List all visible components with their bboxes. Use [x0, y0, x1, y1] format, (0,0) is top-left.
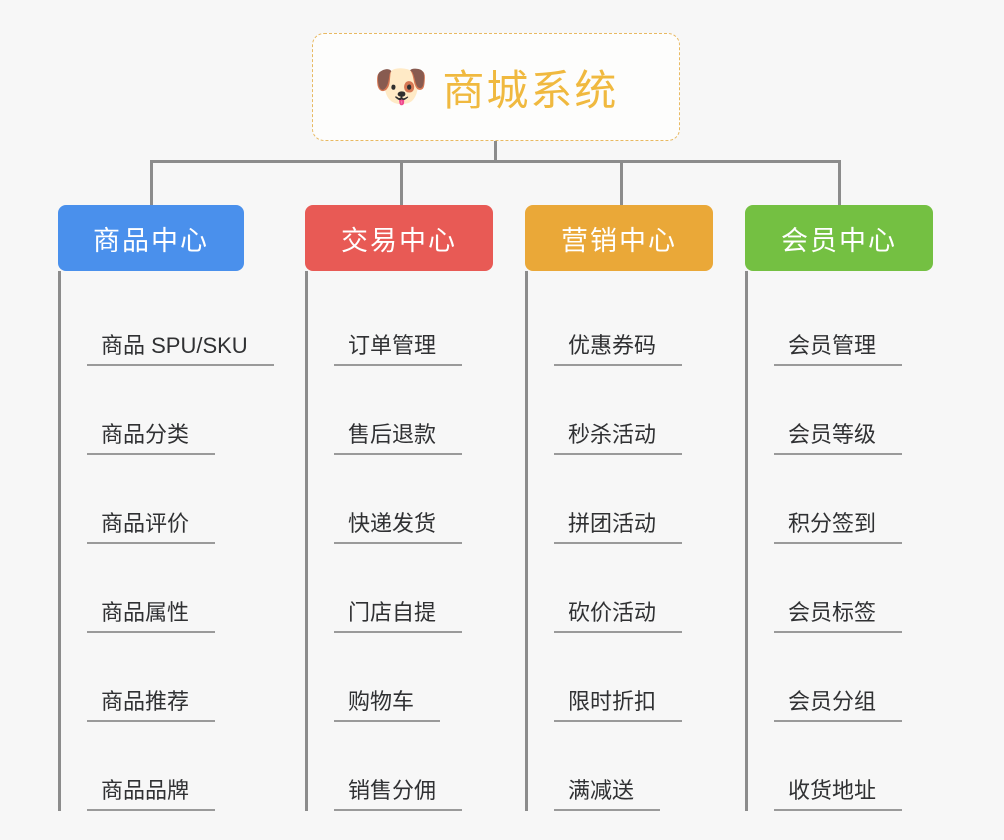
leaf-item-label: 售后退款 — [334, 422, 463, 455]
leaf-item-label: 商品 SPU/SKU — [87, 333, 274, 366]
category-header-1[interactable]: 商品中心 — [58, 205, 244, 271]
leaf-item[interactable]: 会员标签 — [748, 544, 933, 633]
leaf-item-label: 限时折扣 — [554, 689, 683, 722]
leaf-item-label: 会员等级 — [774, 422, 903, 455]
leaf-item-label: 商品推荐 — [87, 689, 216, 722]
category-header-2-label: 交易中心 — [341, 225, 457, 256]
category-header-2[interactable]: 交易中心 — [305, 205, 493, 271]
leaf-item[interactable]: 商品分类 — [61, 366, 244, 455]
leaf-item-label: 商品分类 — [87, 422, 216, 455]
dog-face-emoji-icon: 🐶 — [373, 62, 429, 111]
leaf-item[interactable]: 快递发货 — [308, 455, 493, 544]
leaf-item[interactable]: 商品推荐 — [61, 633, 244, 722]
leaf-item-label: 会员管理 — [774, 333, 903, 366]
leaf-item[interactable]: 满减送 — [528, 722, 713, 811]
connector-root-stub — [494, 141, 497, 162]
leaf-item-label: 收货地址 — [774, 778, 903, 811]
category-column-3: 营销中心 优惠券码 秒杀活动 拼团活动 砍价活动 限时折扣 满减送 — [525, 205, 713, 811]
connector-drop-3 — [620, 160, 623, 205]
leaf-item-label: 商品属性 — [87, 600, 216, 633]
leaf-item[interactable]: 会员等级 — [748, 366, 933, 455]
category-header-3[interactable]: 营销中心 — [525, 205, 713, 271]
leaf-item-label: 商品品牌 — [87, 778, 216, 811]
leaf-list-2: 订单管理 售后退款 快递发货 门店自提 购物车 销售分佣 — [305, 271, 493, 811]
connector-drop-4 — [838, 160, 841, 205]
leaf-item-label: 秒杀活动 — [554, 422, 683, 455]
leaf-item-label: 订单管理 — [334, 333, 463, 366]
leaf-item[interactable]: 购物车 — [308, 633, 493, 722]
category-header-4-label: 会员中心 — [781, 225, 897, 256]
leaf-item-label: 快递发货 — [334, 511, 463, 544]
root-node[interactable]: 🐶 商城系统 — [312, 33, 680, 141]
leaf-item[interactable]: 售后退款 — [308, 366, 493, 455]
leaf-item[interactable]: 会员分组 — [748, 633, 933, 722]
leaf-item-label: 拼团活动 — [554, 511, 683, 544]
category-header-4[interactable]: 会员中心 — [745, 205, 933, 271]
leaf-item[interactable]: 订单管理 — [308, 277, 493, 366]
leaf-item-label: 会员标签 — [774, 600, 903, 633]
leaf-item-label: 购物车 — [334, 689, 441, 722]
leaf-item-label: 积分签到 — [774, 511, 903, 544]
leaf-list-3: 优惠券码 秒杀活动 拼团活动 砍价活动 限时折扣 满减送 — [525, 271, 713, 811]
leaf-item-label: 门店自提 — [334, 600, 463, 633]
category-column-4: 会员中心 会员管理 会员等级 积分签到 会员标签 会员分组 收货地址 — [745, 205, 933, 811]
leaf-item[interactable]: 拼团活动 — [528, 455, 713, 544]
leaf-item[interactable]: 销售分佣 — [308, 722, 493, 811]
leaf-item-label: 优惠券码 — [554, 333, 683, 366]
leaf-item[interactable]: 商品属性 — [61, 544, 244, 633]
connector-drop-1 — [150, 160, 153, 205]
category-column-2: 交易中心 订单管理 售后退款 快递发货 门店自提 购物车 销售分佣 — [305, 205, 493, 811]
connector-drop-2 — [400, 160, 403, 205]
leaf-item-label: 满减送 — [554, 778, 661, 811]
leaf-item[interactable]: 商品 SPU/SKU — [61, 277, 274, 366]
category-header-1-label: 商品中心 — [93, 225, 209, 256]
leaf-item-label: 销售分佣 — [334, 778, 463, 811]
leaf-item[interactable]: 商品评价 — [61, 455, 244, 544]
root-title: 商城系统 — [442, 66, 619, 114]
leaf-list-1: 商品 SPU/SKU 商品分类 商品评价 商品属性 商品推荐 商品品牌 — [58, 271, 274, 811]
leaf-item[interactable]: 限时折扣 — [528, 633, 713, 722]
category-header-3-label: 营销中心 — [561, 225, 677, 256]
leaf-item-label: 砍价活动 — [554, 600, 683, 633]
leaf-item[interactable]: 收货地址 — [748, 722, 933, 811]
leaf-item[interactable]: 门店自提 — [308, 544, 493, 633]
leaf-item[interactable]: 商品品牌 — [61, 722, 244, 811]
leaf-item[interactable]: 秒杀活动 — [528, 366, 713, 455]
leaf-item[interactable]: 砍价活动 — [528, 544, 713, 633]
leaf-item[interactable]: 积分签到 — [748, 455, 933, 544]
category-column-1: 商品中心 商品 SPU/SKU 商品分类 商品评价 商品属性 商品推荐 商品品牌 — [58, 205, 274, 811]
leaf-item-label: 商品评价 — [87, 511, 216, 544]
leaf-item-label: 会员分组 — [774, 689, 903, 722]
connector-horizontal-bus — [150, 160, 840, 163]
leaf-item[interactable]: 会员管理 — [748, 277, 933, 366]
leaf-item[interactable]: 优惠券码 — [528, 277, 713, 366]
leaf-list-4: 会员管理 会员等级 积分签到 会员标签 会员分组 收货地址 — [745, 271, 933, 811]
